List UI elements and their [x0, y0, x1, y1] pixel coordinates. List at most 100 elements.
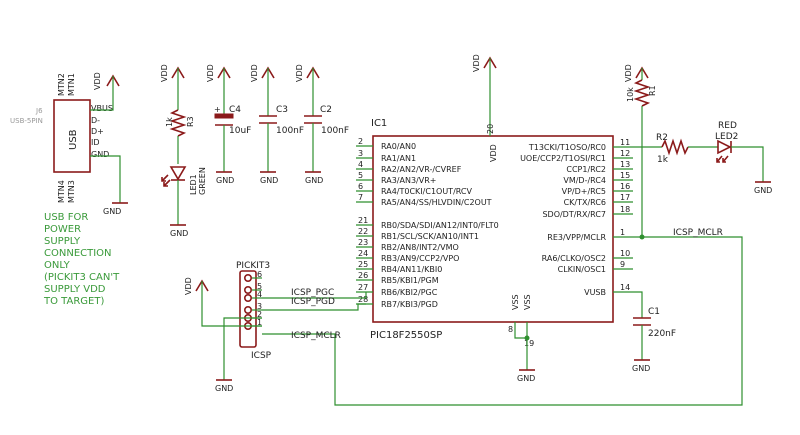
- led1-gnd-label: GND: [170, 229, 188, 238]
- ic-left-pin-name: RA3/AN3/VR+: [381, 176, 436, 185]
- mclr-net-label-left: ICSP_MCLR: [291, 331, 341, 341]
- header-pin: [244, 273, 253, 282]
- note-line-2: POWER: [44, 224, 81, 235]
- ic-vdd-pin-name: VDD: [489, 144, 498, 162]
- ic-gnd-label: GND: [517, 374, 535, 383]
- ic-right-pins: 11T13CKI/T1OSO/RC012UOE/CCP2/T1OSI/RC113…: [520, 138, 633, 297]
- svg-text:VDD: VDD: [206, 64, 215, 82]
- r1-ref: R1: [648, 85, 657, 96]
- ic-right-pin-name: VP/D+/RC5: [562, 187, 606, 196]
- c3-vdd-symbol: VDD: [250, 64, 275, 82]
- header-pin-num: 3: [257, 302, 262, 311]
- ic-left-pin-num: 21: [358, 216, 368, 225]
- capacitor-c1: [633, 317, 651, 326]
- usb-gnd-label: GND: [103, 207, 121, 216]
- svg-text:VDD: VDD: [295, 64, 304, 82]
- ic-left-pin-num: 2: [358, 137, 363, 146]
- ic-right-pin-name: VM/D-/RC4: [563, 176, 606, 185]
- ic-left-pin-name: RA0/AN0: [381, 142, 416, 151]
- ic-left-pin-num: 5: [358, 171, 363, 180]
- ic-left-pin-name: RA1/AN1: [381, 154, 416, 163]
- note-line-4: CONNECTION: [44, 248, 112, 259]
- ic-right-pin-num: 10: [620, 249, 630, 258]
- usb-mtn4-label: MTN4: [57, 180, 66, 203]
- ic-left-pins: 2RA0/AN03RA1/AN14RA2/AN2/VR-/CVREF5RA3/A…: [356, 137, 499, 309]
- header-gnd-wire: [223, 317, 262, 380]
- ic-right-pin-name: SDO/DT/RX/RC7: [542, 210, 606, 219]
- led1-ref: LED1: [189, 174, 198, 195]
- resistor-r3: [169, 109, 187, 137]
- usb-mtn1-label: MTN1: [67, 73, 76, 96]
- usb-gnd-wire: [90, 155, 121, 203]
- ic-right-pin-num: 11: [620, 138, 630, 147]
- led2-ref: LED2: [715, 132, 738, 142]
- ic-left-pin-num: 7: [358, 193, 363, 202]
- usb-pin-vbus: VBUS: [91, 104, 113, 113]
- svg-text:VDD: VDD: [184, 277, 193, 295]
- ic-left-pin-name: RB0/SDA/SDI/AN12/INT0/FLT0: [381, 221, 499, 230]
- svg-text:VDD: VDD: [472, 54, 481, 72]
- usb-note: USB FOR POWER SUPPLY CONNECTION ONLY (PI…: [43, 212, 120, 307]
- header-pin-num: 6: [257, 270, 262, 279]
- r1-vdd-symbol: VDD: [624, 64, 649, 82]
- header-pin-num: 4: [257, 290, 262, 299]
- r3-ref: R3: [186, 116, 195, 127]
- note-line-3: SUPPLY: [44, 236, 81, 247]
- usb-gnd-symbol: GND: [103, 202, 128, 216]
- note-line-5: ONLY: [44, 260, 71, 271]
- c2-value: 100nF: [321, 126, 349, 136]
- resistor-r2: [661, 138, 689, 156]
- r2-value: 1k: [657, 155, 669, 165]
- mclr-junction: [639, 234, 645, 240]
- ic-left-pin-num: 28: [358, 295, 368, 304]
- ic-right-pin-name: CLKIN/OSC1: [558, 265, 606, 274]
- ic-right-pin-name: T13CKI/T1OSO/RC0: [528, 143, 606, 152]
- ic-right-pin-num: 9: [620, 260, 625, 269]
- ic-vss-junction: [524, 335, 530, 341]
- led1-color: GREEN: [198, 167, 207, 195]
- ic-right-pin-name: RE3/VPP/MCLR: [547, 233, 606, 242]
- c1-value: 220nF: [648, 329, 676, 339]
- c1-ref: C1: [648, 307, 660, 317]
- note-line-1: USB FOR: [44, 212, 88, 223]
- ic-right-pin-name: VUSB: [584, 288, 606, 297]
- header-label: ICSP: [251, 351, 272, 361]
- c4-ref: C4: [229, 105, 241, 115]
- capacitor-c2: [304, 115, 322, 124]
- ic-left-pin-num: 6: [358, 182, 363, 191]
- usb-pin-dplus: D+: [91, 127, 104, 136]
- ic-left-pin-name: RA2/AN2/VR-/CVREF: [381, 165, 462, 174]
- note-line-6: (PICKIT3 CAN'T: [44, 272, 120, 283]
- led1: [161, 166, 187, 187]
- ic-vss2-name: VSS: [523, 294, 532, 310]
- header-pin: [244, 293, 253, 302]
- usb-mtn3-label: MTN3: [67, 180, 76, 203]
- ic-right-pin-name: CK/TX/RC6: [564, 198, 606, 207]
- header-ref: PICKIT3: [236, 261, 270, 271]
- capacitor-c3: [259, 115, 277, 124]
- usb-vbus-wire: [90, 76, 114, 111]
- usb-pin-id: ID: [91, 138, 100, 147]
- usb-ref: J6: [35, 107, 43, 115]
- header-vdd-wire: [201, 281, 262, 327]
- ic-left-pin-name: RB3/AN9/CCP2/VPO: [381, 254, 459, 263]
- led2-gnd-wire: [731, 146, 764, 182]
- ic-left-pin-num: 27: [358, 283, 368, 292]
- header-pin: [244, 285, 253, 294]
- c1-gnd-label: GND: [632, 364, 650, 373]
- ic1-body: [372, 135, 614, 323]
- header-pin: [244, 305, 253, 314]
- ic-right-pin-num: 13: [620, 160, 630, 169]
- c2-ref: C2: [320, 105, 332, 115]
- ic-right-pin-name: CCP1/RC2: [566, 165, 606, 174]
- ic-left-pin-name: RB1/SCL/SCK/AN10/INT1: [381, 232, 479, 241]
- ic-right-pin-num: 12: [620, 149, 630, 158]
- ic-left-pin-num: 23: [358, 238, 368, 247]
- usb-vdd-symbol: VDD: [93, 72, 120, 90]
- ic-vss2-num: 19: [524, 339, 534, 348]
- svg-text:VDD: VDD: [624, 64, 633, 82]
- usb-pin-dminus: D-: [91, 116, 100, 125]
- c4-polarity: +: [214, 105, 221, 114]
